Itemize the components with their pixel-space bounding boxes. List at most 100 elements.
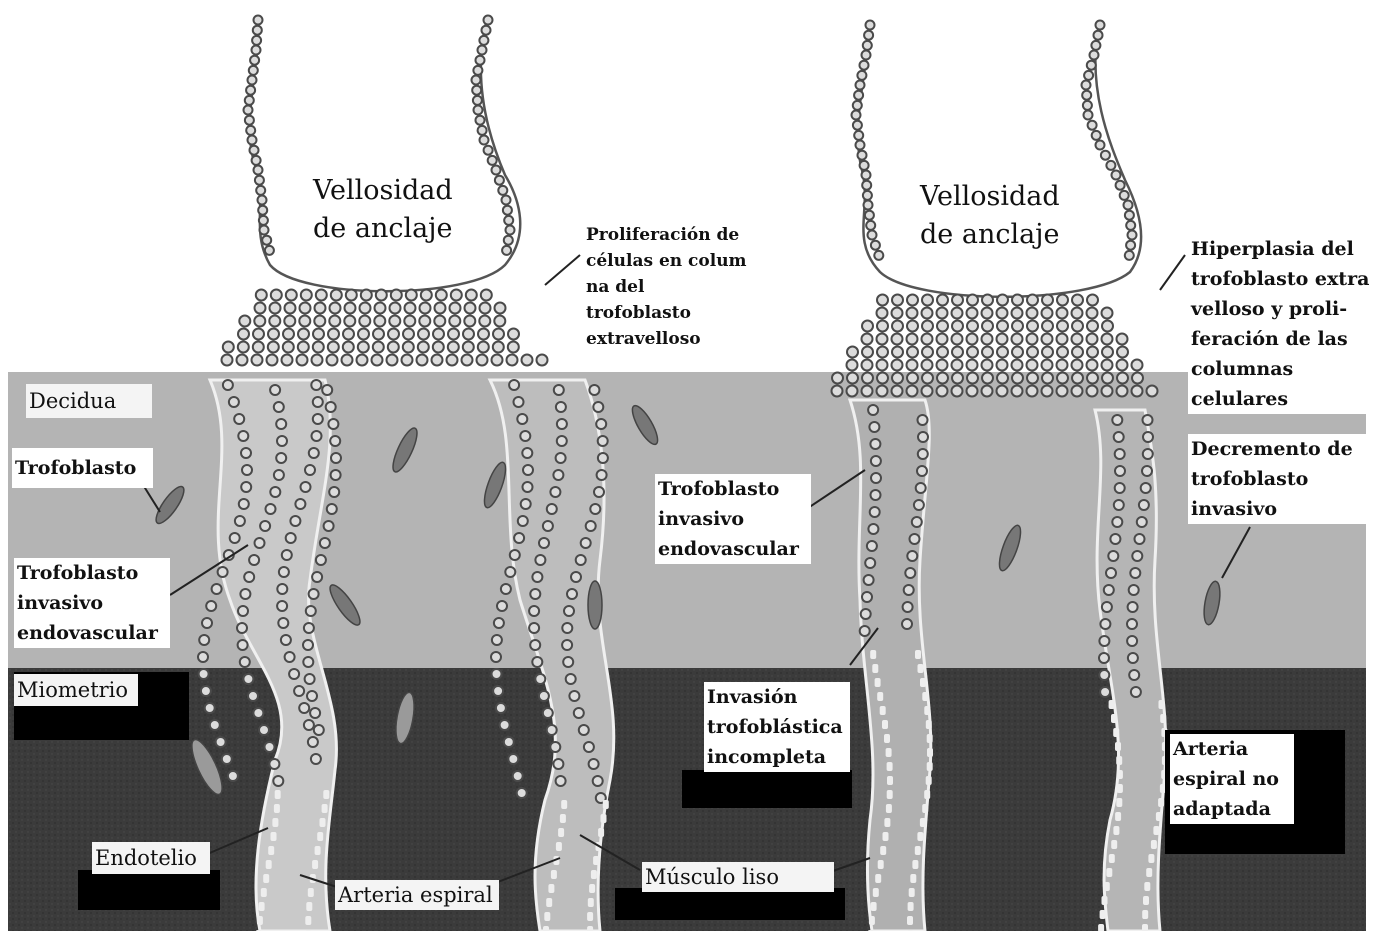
- trophoblast-cell: [230, 533, 240, 543]
- trophoblast-cell: [212, 584, 222, 594]
- trophoblast-cell: [198, 652, 208, 662]
- trophoblast-cell: [240, 657, 250, 667]
- trophoblast-cell: [1057, 295, 1068, 306]
- smooth-muscle-cell: [312, 860, 318, 869]
- trophoblast-cell: [451, 290, 462, 301]
- trophoblast-cell: [432, 355, 443, 366]
- trophoblast-cell: [273, 776, 283, 786]
- trophoblast-cell: [1072, 295, 1083, 306]
- smooth-muscle-cell: [268, 846, 274, 855]
- trophoblast-cell: [472, 76, 481, 85]
- trophoblast-cell: [322, 385, 332, 395]
- trophoblast-cell: [597, 470, 607, 480]
- trophoblast-cell: [404, 316, 415, 327]
- smooth-muscle-cell: [878, 860, 884, 869]
- invasive-left-label: Trofoblasto invasivo endovascular: [14, 558, 170, 648]
- trophoblast-cell: [905, 568, 915, 578]
- trophoblast-cell: [854, 131, 863, 140]
- trophoblast-cell: [892, 373, 903, 384]
- trophoblast-cell: [914, 500, 924, 510]
- trophoblast-cell: [1072, 308, 1083, 319]
- trophoblast-cell: [907, 360, 918, 371]
- trophoblast-cell: [253, 26, 262, 35]
- smooth-muscle-cell: [1158, 798, 1164, 807]
- trophoblast-cell: [566, 674, 576, 684]
- trophoblast-cell: [403, 329, 414, 340]
- trophoblast-cell: [303, 657, 313, 667]
- trophoblast-cell: [1057, 373, 1068, 384]
- trophoblast-cell: [982, 308, 993, 319]
- trophoblast-cell: [199, 635, 209, 645]
- trophoblast-cell: [874, 251, 883, 260]
- smooth-muscle-cell: [556, 842, 562, 851]
- trophoblast-cell: [299, 316, 310, 327]
- trophoblast-cell: [238, 329, 249, 340]
- trophoblast-cell: [1101, 151, 1110, 160]
- trophoblast-cell: [871, 473, 881, 483]
- trophoblast-cell: [871, 490, 881, 500]
- trophoblast-cell: [269, 759, 279, 769]
- trophoblast-cell: [892, 347, 903, 358]
- trophoblast-cell: [532, 572, 542, 582]
- trophoblast-cell: [952, 308, 963, 319]
- trophoblast-cell: [1012, 321, 1023, 332]
- trophoblast-cell: [462, 355, 473, 366]
- trophoblast-cell: [907, 308, 918, 319]
- trophoblast-cell: [259, 725, 269, 735]
- trophoblast-cell: [314, 316, 325, 327]
- trophoblast-cell: [1072, 386, 1083, 397]
- trophoblast-cell: [967, 295, 978, 306]
- trophoblast-cell: [316, 555, 326, 565]
- trophoblast-cell: [868, 231, 877, 240]
- trophoblast-cell: [496, 703, 506, 713]
- trophoblast-cell: [418, 342, 429, 353]
- trophoblast-cell: [1027, 295, 1038, 306]
- smooth-muscle-cell: [884, 818, 890, 827]
- spindle-cell: [588, 581, 602, 629]
- trophoblast-cell: [862, 373, 873, 384]
- trophoblast-cell: [255, 303, 266, 314]
- smooth-muscle-cell: [323, 790, 329, 799]
- trophoblast-cell: [847, 360, 858, 371]
- trophoblast-cell: [388, 342, 399, 353]
- decidua-label: Decidua: [26, 384, 152, 418]
- trophoblast-cell: [252, 36, 261, 45]
- trophoblast-cell: [997, 386, 1008, 397]
- trophoblast-cell: [254, 166, 263, 175]
- smooth-muscle-cell: [1113, 728, 1119, 737]
- trophoblast-cell: [493, 686, 503, 696]
- trophoblast-cell: [1132, 551, 1142, 561]
- trophoblast-cell: [937, 347, 948, 358]
- smooth-muscle-cell: [1116, 798, 1122, 807]
- trophoblast-cell: [510, 550, 520, 560]
- trophoblast-cell: [868, 405, 878, 415]
- trophoblast-cell: [277, 584, 287, 594]
- trophoblast-cell: [937, 308, 948, 319]
- trophoblast-cell: [589, 759, 599, 769]
- trophoblast-cell: [862, 386, 873, 397]
- trophoblast-cell: [1082, 81, 1091, 90]
- trophoblast-cell: [447, 355, 458, 366]
- trophoblast-cell: [1129, 585, 1139, 595]
- trophoblast-cell: [266, 504, 276, 514]
- trophoblast-cell: [250, 56, 259, 65]
- smooth-muscle-cell: [870, 650, 876, 659]
- trophoblast-cell: [311, 380, 321, 390]
- smooth-muscle-cell: [875, 874, 881, 883]
- trophoblast-cell: [506, 226, 515, 235]
- trophoblast-cell: [892, 295, 903, 306]
- trophoblast-cell: [997, 347, 1008, 358]
- smooth-muscle-cell: [1116, 756, 1122, 765]
- trophoblast-cell: [315, 303, 326, 314]
- trophoblast-cell: [1120, 191, 1129, 200]
- trophoblast-cell: [1126, 241, 1135, 250]
- trophoblast-cell: [262, 236, 271, 245]
- trophoblast-cell: [420, 303, 431, 314]
- trophoblast-cell: [312, 431, 322, 441]
- smooth-muscle-cell: [920, 678, 926, 687]
- smooth-muscle-cell: [1104, 882, 1110, 891]
- trophoblast-cell: [514, 533, 524, 543]
- smooth-muscle-cell: [1102, 896, 1108, 905]
- trophoblast-cell: [562, 623, 572, 633]
- trophoblast-cell: [331, 453, 341, 463]
